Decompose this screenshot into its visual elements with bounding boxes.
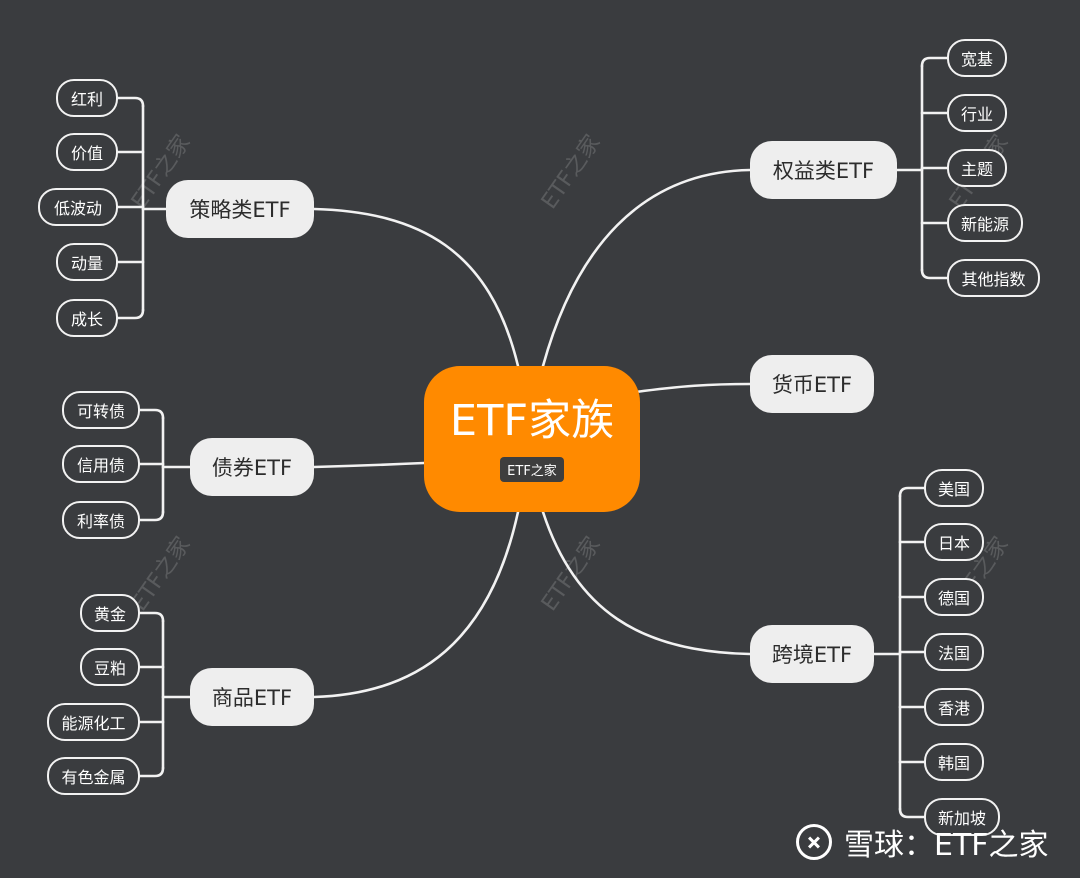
bracket-strategy-tick [116, 96, 145, 108]
bracket-crossborder-tick [898, 486, 926, 498]
category-node-money: 货币ETF [750, 355, 874, 413]
credit-separator: ： [904, 828, 934, 863]
bracket-commodity-tick [138, 611, 165, 623]
leaf-node: 德国 [924, 578, 984, 616]
center-title: ETF家族 [449, 396, 615, 446]
leaf-node: 黄金 [80, 594, 140, 632]
connector-strategy [312, 207, 520, 368]
category-node-crossborder: 跨境ETF [750, 625, 874, 683]
leaf-node: 美国 [924, 469, 984, 507]
leaf-node: 主题 [947, 149, 1007, 187]
xueqiu-logo-icon [796, 824, 832, 860]
leaf-node: 法国 [924, 633, 984, 671]
category-node-strategy: 策略类ETF [166, 180, 314, 238]
credit-author: ETF之家 [934, 828, 1049, 863]
leaf-node: 利率债 [62, 501, 140, 539]
bracket-bond-tick [138, 408, 165, 420]
center-node: ETF家族 ETF之家 [424, 366, 640, 512]
source-credit: 雪球 ： ETF之家 [796, 820, 1049, 864]
leaf-node: 信用债 [62, 445, 140, 483]
center-badge: ETF之家 [500, 457, 564, 482]
leaf-node: 日本 [924, 523, 984, 561]
leaf-node: 行业 [947, 94, 1007, 132]
category-node-bond: 债券ETF [190, 438, 314, 496]
leaf-node: 红利 [56, 79, 118, 117]
category-node-commodity: 商品ETF [190, 668, 314, 726]
leaf-node: 其他指数 [947, 259, 1040, 297]
category-node-equity: 权益类ETF [750, 141, 897, 199]
leaf-node: 豆粕 [80, 648, 140, 686]
bracket-equity-tick [920, 268, 949, 280]
leaf-node: 价值 [56, 133, 118, 171]
connector-money [634, 382, 752, 394]
bracket-equity-tick [920, 56, 949, 68]
bracket-bond-tick [138, 510, 165, 522]
leaf-node: 低波动 [38, 188, 118, 226]
bracket-crossborder-tick [898, 807, 926, 819]
bracket-strategy-tick [116, 308, 145, 320]
connector-equity [541, 168, 752, 368]
leaf-node: 新加坡 [924, 798, 1000, 836]
leaf-node: 韩国 [924, 743, 984, 781]
leaf-node: 可转债 [62, 391, 140, 429]
leaf-node: 成长 [56, 299, 118, 337]
leaf-node: 宽基 [947, 39, 1007, 77]
credit-source: 雪球 [844, 828, 904, 863]
leaf-node: 动量 [56, 243, 118, 281]
connector-crossborder [541, 510, 752, 656]
leaf-node: 香港 [924, 688, 984, 726]
leaf-node: 能源化工 [47, 703, 140, 741]
connector-bond [312, 461, 426, 469]
bracket-commodity-tick [138, 766, 165, 778]
leaf-node: 新能源 [947, 204, 1023, 242]
leaf-node: 有色金属 [47, 757, 140, 795]
connector-commodity [312, 510, 520, 699]
